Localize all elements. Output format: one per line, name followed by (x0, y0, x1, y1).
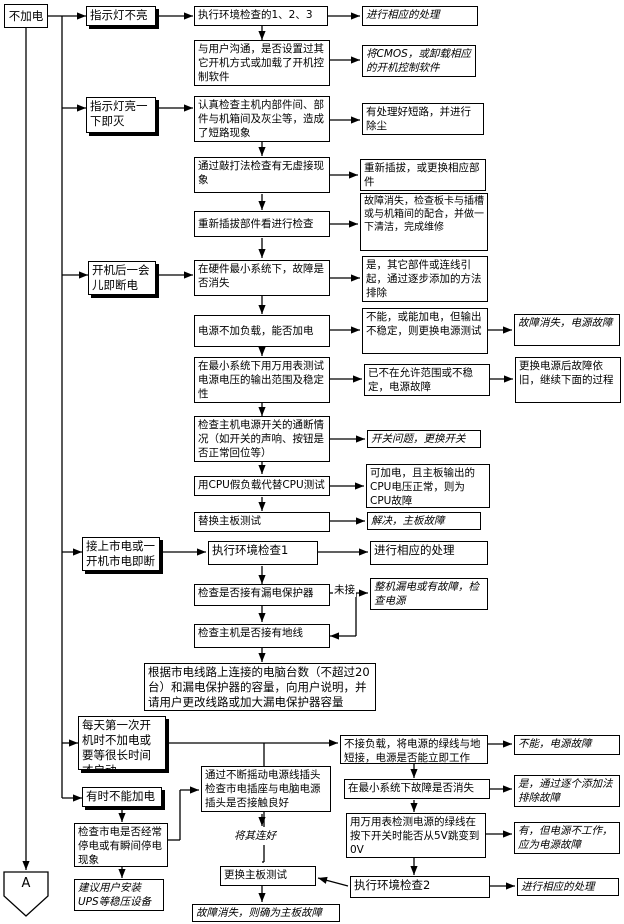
symptom-first-boot: 每天第一次开机时不加电或要等很长时间才启动 (78, 716, 166, 770)
connector-a-label: A (21, 876, 31, 891)
result-replace-switch: 开关问题，更换开关 (367, 430, 481, 448)
label-not-connected: 未接 (333, 582, 356, 597)
step-replace-board-2: 更换主板测试 (220, 866, 316, 886)
result-cpu-fault: 可加电，且主板输出的CPU电压正常，则为CPU故障 (366, 464, 490, 508)
step-wiggle-plug: 通过不断摇动电源线插头检查市电插座与电脑电源插头是否接触良好 (201, 766, 331, 812)
symptom-poweroff-after-start: 开机后一会儿即断电 (88, 261, 156, 295)
symptom-intermittent: 有时不能加电 (82, 787, 162, 807)
result-handle-2: 进行相应的处理 (370, 541, 488, 565)
result-handle-1: 进行相应的处理 (362, 6, 478, 26)
result-reseat-replace: 重新插拔，或更换相应部件 (360, 159, 486, 191)
result-board-fault-1: 解决，主板故障 (367, 512, 481, 530)
step-knock-test: 通过敲打法检查有无虚接现象 (194, 157, 330, 193)
step-reseat-parts: 重新插拔部件看进行检查 (194, 211, 330, 237)
result-reconnect: 将其连好 (230, 827, 288, 845)
step-env-check-1: 执行环境检查1 (208, 541, 318, 565)
step-check-leak-protector: 检查是否接有漏电保护器 (194, 584, 330, 606)
step-check-power-switch: 检查主机电源开关的通断情况（如开关的声响、按钮是否正常回位等） (194, 416, 330, 462)
symptom-indicator-flash: 指示灯亮一下即灭 (86, 97, 156, 133)
step-env-check-2: 执行环境检查2 (350, 876, 490, 898)
result-psu-fault-2: 不能，电源故障 (514, 735, 620, 755)
symptom-mains-trip: 接上市电或一开机市电即断 (82, 537, 160, 571)
step-psu-no-load: 电源不加负载，能否加电 (194, 315, 330, 347)
step-short-green-wire: 不接负载，将电源的绿线与地短接，电源是否能立即工作 (340, 735, 488, 764)
step-ask-user-boot-mode: 与用户沟通，是否设置过其它开机方式或加载了开机控制软件 (194, 40, 330, 86)
result-psu-fault-3: 有，但电源不工作，应为电源故障 (514, 822, 620, 854)
result-reset-cmos: 将CMOS，或卸载相应的开机控制软件 (362, 45, 476, 77)
result-psu-fault-1: 故障消失，电源故障 (514, 314, 620, 346)
result-add-one-by-one: 是，通过逐个添加法排除故障 (514, 775, 620, 807)
step-measure-green-wire: 用万用表检测电源的绿线在按下开关时能否从5V跳变到0V (346, 813, 486, 858)
step-advise-wiring: 根据市电线路上连接的电脑台数（不超过20台）和漏电保护器的容量，向用户说明，并请… (144, 663, 376, 711)
start-node: 不加电 (4, 4, 48, 28)
result-board-fault-2: 故障消失，则确为主板故障 (192, 904, 340, 922)
step-replace-board-1: 替换主板测试 (194, 512, 330, 532)
step-check-short-circuit: 认真检查主机内部件间、部件与机箱间及灰尘等，造成了短路现象 (194, 96, 330, 142)
step-min-system-2: 在最小系统下故障是否消失 (344, 779, 490, 799)
result-add-parts: 是，其它部件或连线引起，通过逐步添加的方法排除 (362, 256, 488, 302)
result-suggest-ups: 建议用户安装UPS等稳压设备 (74, 879, 164, 911)
result-continue: 更换电源后故障依旧，继续下面的过程 (515, 357, 621, 403)
step-multimeter-psu: 在最小系统下用万用表测试电源电压的输出范围及稳定性 (194, 357, 330, 403)
step-min-system: 在硬件最小系统下，故障是否消失 (194, 260, 330, 296)
result-out-of-range: 已不在允许范围或不稳定，电源故障 (364, 364, 490, 396)
step-cpu-dummy-load: 用CPU假负载代替CPU测试 (194, 476, 330, 496)
result-replace-psu: 不能，或能加电，但输出不稳定，则更换电源测试 (362, 308, 488, 354)
step-env-check-123: 执行环境检查的1、2、3 (194, 6, 328, 26)
result-fix-short: 有处理好短路，并进行除尘 (362, 103, 484, 135)
step-check-mains-outage: 检查市电是否经常停电或有瞬间停电现象 (74, 823, 168, 867)
result-check-psu-leak: 整机漏电或有故障，检查电源 (370, 578, 488, 610)
result-fault-cleared: 故障消失，检查板卡与插槽或与机箱间的配合，并做一下清洁，完成维修 (360, 193, 488, 251)
symptom-indicator-off: 指示灯不亮 (86, 6, 156, 26)
result-handle-3: 进行相应的处理 (517, 878, 619, 896)
step-check-ground: 检查主机是否接有地线 (194, 624, 330, 648)
connector-a-shape (3, 871, 49, 917)
